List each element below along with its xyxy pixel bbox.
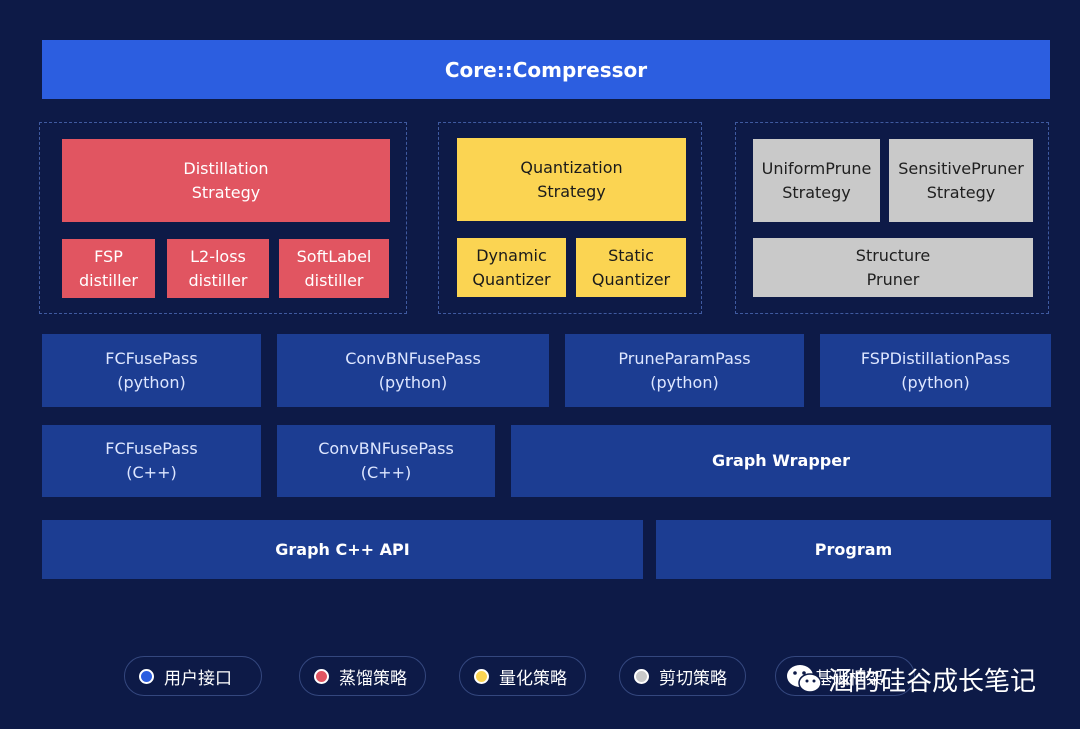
pruneparampass-python-line2: (python)	[650, 372, 719, 392]
fcfusepass-python-line1: FCFusePass	[105, 348, 198, 368]
fsp-distiller-line1: FSP	[94, 246, 123, 266]
uniform-prune-line2: Strategy	[782, 182, 851, 202]
l2-loss-distiller-block: L2-loss distiller	[167, 239, 269, 298]
fsp-distiller-block: FSP distiller	[62, 239, 155, 298]
convbnfusepass-cpp-line2: (C++)	[360, 463, 412, 482]
watermark-text: 硅谷成长笔记	[880, 666, 1037, 697]
fcfusepass-cpp-block: FCFusePass (C++)	[42, 425, 261, 497]
graph-cpp-api-block: Graph C++ API	[42, 520, 643, 579]
legend-label: 蒸馏策略	[339, 668, 407, 689]
quantization-strategy-line1: Quantization	[520, 157, 623, 177]
fspdistillationpass-python-block: FSPDistillationPass (python)	[820, 334, 1051, 407]
fcfusepass-python-line2: (python)	[117, 372, 186, 392]
pruning-group	[735, 122, 1049, 314]
fcfusepass-python-block: FCFusePass (python)	[42, 334, 261, 407]
distillation-strategy-block: Distillation Strategy	[62, 139, 390, 222]
core-compressor-bar: Core::Compressor	[42, 40, 1050, 99]
dynamic-quantizer-block: Dynamic Quantizer	[457, 238, 566, 297]
legend-dot-red	[314, 668, 329, 684]
legend-label: 剪切策略	[659, 668, 727, 689]
structure-pruner-line2: Pruner	[866, 269, 920, 289]
dynamic-quantizer-line1: Dynamic	[476, 245, 547, 265]
legend-dot-gray	[634, 668, 649, 684]
sensitive-pruner-line1: SensitivePruner	[898, 158, 1024, 178]
softlabel-distiller-block: SoftLabel distiller	[279, 239, 389, 298]
fcfusepass-cpp-line1: FCFusePass	[105, 439, 198, 458]
static-quantizer-block: Static Quantizer	[576, 238, 686, 297]
legend-pruning: 剪切策略	[619, 656, 746, 696]
watermark: 涵的 硅谷成长笔记	[784, 656, 1036, 702]
distillation-strategy-line2: Strategy	[191, 182, 261, 202]
convbnfusepass-cpp-block: ConvBNFusePass (C++)	[277, 425, 495, 497]
l2-loss-distiller-line2: distiller	[188, 270, 248, 290]
softlabel-distiller-line1: SoftLabel	[296, 246, 372, 266]
quantization-group	[438, 122, 702, 314]
fsp-distiller-line2: distiller	[79, 270, 138, 290]
convbnfusepass-cpp-line1: ConvBNFusePass	[318, 439, 454, 458]
legend-label: 用户接口	[164, 668, 232, 689]
legend-dot-blue	[139, 668, 154, 684]
wechat-icon	[787, 665, 822, 693]
graph-cpp-api-label: Graph C++ API	[275, 539, 410, 559]
l2-loss-distiller-line1: L2-loss	[190, 246, 246, 266]
static-quantizer-line2: Quantizer	[591, 269, 671, 289]
graph-wrapper-block: Graph Wrapper	[511, 425, 1051, 497]
softlabel-distiller-line2: distiller	[304, 270, 364, 290]
uniform-prune-strategy-block: UniformPrune Strategy	[753, 139, 880, 222]
title-text: Core::Compressor	[444, 57, 648, 82]
fspdistillationpass-python-line1: FSPDistillationPass	[860, 348, 1011, 368]
distillation-strategy-line1: Distillation	[183, 158, 269, 178]
legend-quantization: 量化策略	[459, 656, 586, 696]
uniform-prune-line1: UniformPrune	[761, 158, 872, 178]
program-block: Program	[656, 520, 1051, 579]
legend-dot-yellow	[474, 668, 489, 684]
legend-distillation: 蒸馏策略	[299, 656, 426, 696]
dynamic-quantizer-line2: Quantizer	[472, 269, 551, 289]
watermark-prefix: 涵的	[828, 666, 881, 697]
fspdistillationpass-python-line2: (python)	[901, 372, 970, 392]
sensitive-pruner-line2: Strategy	[926, 182, 996, 202]
convbnfusepass-python-block: ConvBNFusePass (python)	[277, 334, 549, 407]
legend-label: 量化策略	[499, 668, 567, 689]
convbnfusepass-python-line2: (python)	[378, 372, 448, 392]
quantization-strategy-line2: Strategy	[537, 181, 606, 201]
structure-pruner-line1: Structure	[855, 245, 931, 265]
pruneparampass-python-line1: PruneParamPass	[618, 348, 751, 368]
convbnfusepass-python-line1: ConvBNFusePass	[345, 348, 481, 368]
fcfusepass-cpp-line2: (C++)	[126, 463, 177, 482]
quantization-strategy-block: Quantization Strategy	[457, 138, 686, 221]
graph-wrapper-label: Graph Wrapper	[712, 451, 850, 470]
distillation-group	[39, 122, 407, 314]
sensitive-pruner-strategy-block: SensitivePruner Strategy	[889, 139, 1033, 222]
structure-pruner-block: Structure Pruner	[753, 238, 1033, 297]
static-quantizer-line1: Static	[608, 245, 654, 265]
program-label: Program	[814, 539, 893, 559]
pruneparampass-python-block: PruneParamPass (python)	[565, 334, 804, 407]
legend-user-interface: 用户接口	[124, 656, 262, 696]
legend-label: 基础框架	[815, 668, 883, 689]
